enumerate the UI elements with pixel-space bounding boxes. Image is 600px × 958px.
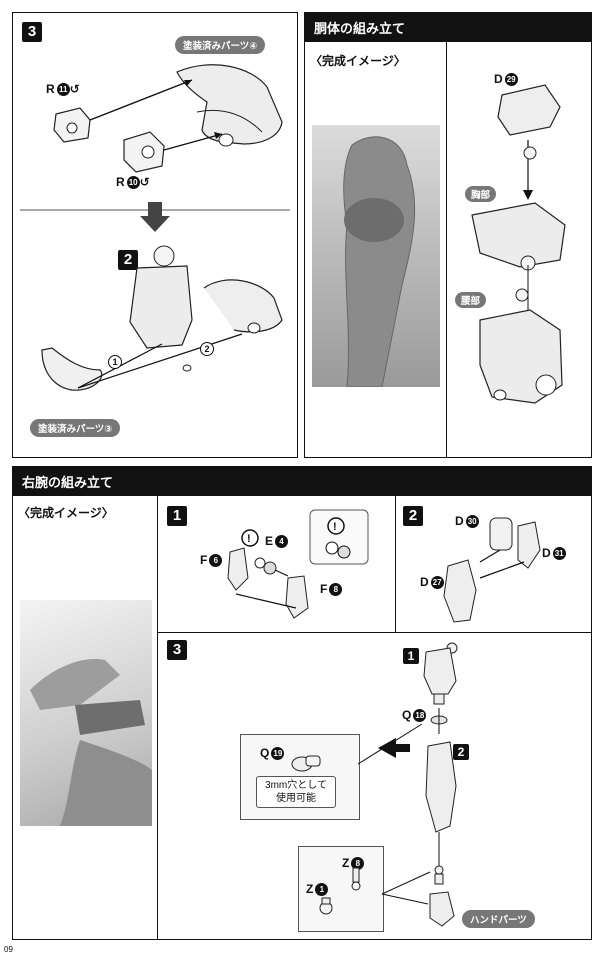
- down-arrow-icon: [140, 202, 170, 232]
- arm-step-3: 3: [167, 640, 187, 660]
- hand-parts-label: ハンドパーツ: [462, 910, 535, 928]
- arm-step-1: 1: [167, 506, 187, 526]
- painted-part-4-label: 塗装済みパーツ④: [175, 36, 266, 54]
- arm-complete-photo: [20, 600, 152, 826]
- arm-divider-horizontal: [157, 632, 592, 633]
- cut-icon: ↺: [139, 175, 150, 189]
- torso-complete-image-label: 〈完成イメージ〉: [310, 54, 406, 68]
- arm-divider-vertical-2: [395, 496, 396, 632]
- torso-complete-photo: [312, 125, 440, 387]
- step-number: 3: [22, 22, 42, 42]
- page-number: 09: [4, 945, 13, 954]
- figure-torso-shape: [343, 136, 416, 387]
- mark-1: 1: [108, 355, 122, 369]
- z-parts-box: [298, 846, 384, 932]
- arm-step3-illustration: [291, 642, 458, 927]
- figure-arm-shape: [30, 659, 152, 826]
- chest-label: 胸部: [465, 186, 497, 202]
- svg-text:!: !: [247, 533, 251, 545]
- arm-divider-vertical: [157, 496, 158, 940]
- torso-assembly-illustration: [41, 245, 283, 391]
- arm-step-2: 2: [403, 506, 423, 526]
- right-arm-header: 右腕の組み立て: [12, 466, 592, 496]
- cut-icon: ↺: [69, 82, 80, 96]
- arm-substep-2: 2: [453, 744, 469, 760]
- painted-part-3-label: 塗装済みパーツ③: [30, 419, 121, 437]
- torso-divider: [446, 42, 447, 458]
- torso-parts-illustration: [471, 84, 566, 404]
- waist-label: 腰部: [455, 292, 487, 308]
- substep-number: 2: [118, 250, 138, 270]
- svg-text:!: !: [333, 521, 337, 533]
- arm-substep-1: 1: [403, 648, 419, 664]
- q19-note-text: 3mm穴として 使用可能: [256, 776, 336, 808]
- arm-complete-image-label: 〈完成イメージ〉: [18, 506, 114, 520]
- arm-step1-illustration: ! !: [227, 509, 369, 619]
- top-step3-illustration: [20, 64, 290, 211]
- arm-step2-illustration: [443, 517, 541, 623]
- torso-header: 胴体の組み立て: [304, 12, 592, 42]
- mark-2: 2: [200, 342, 214, 356]
